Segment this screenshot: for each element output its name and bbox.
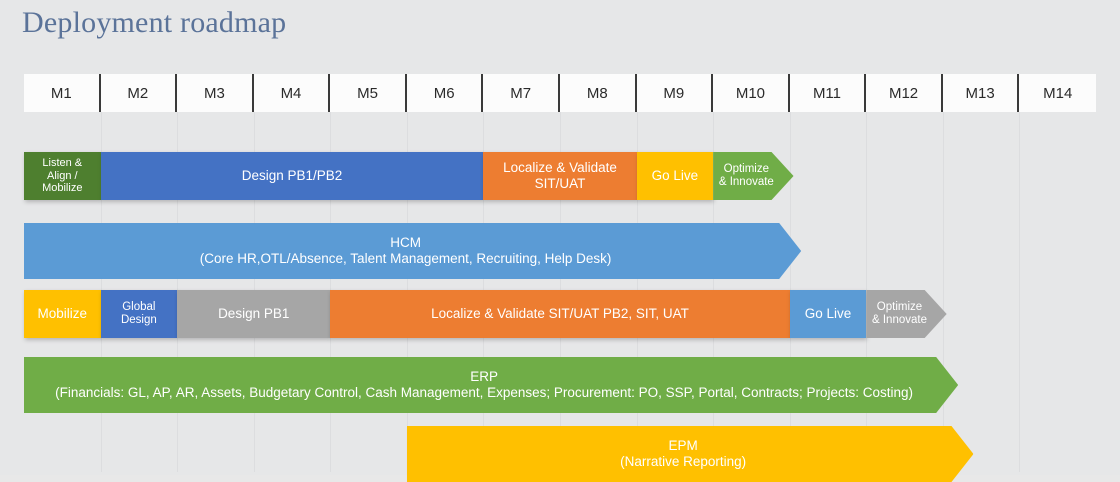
bar-optimize-innovate-erp[interactable]: Optimize& Innovate (866, 290, 946, 338)
bar-label: Localize & Validate SIT/UAT PB2, SIT, UA… (431, 306, 689, 322)
month-label: M9 (663, 84, 685, 102)
bar-mobilize[interactable]: Mobilize (24, 290, 101, 338)
month-header-row: M1 M2 M3 M4 M5 M6 M7 M8 M9 M10 M11 M12 M13 M14 (24, 74, 1096, 112)
bar-go-live-erp[interactable]: Go Live (789, 290, 867, 338)
month-label: M12 (888, 84, 919, 102)
lane-epm: EPM(Narrative Reporting) (24, 426, 1096, 482)
bar-erp-scope[interactable]: ERP(Financials: GL, AP, AR, Assets, Budg… (24, 357, 958, 413)
bar-global-design[interactable]: Global Design (100, 290, 178, 338)
month-cell-m12[interactable]: M12 (866, 74, 943, 112)
bar-listen-align-mobilize[interactable]: Listen &Align /Mobilize (24, 152, 101, 200)
month-cell-m4[interactable]: M4 (253, 74, 331, 112)
gridline (942, 74, 944, 472)
bar-design-pb1[interactable]: Design PB1 (177, 290, 331, 338)
month-label: M13 (965, 84, 995, 102)
bar-label: HCM(Core HR,OTL/Absence, Talent Manageme… (199, 235, 612, 266)
bar-optimize-innovate[interactable]: Optimize& Innovate (713, 152, 793, 200)
bar-epm-scope[interactable]: EPM(Narrative Reporting) (407, 426, 974, 482)
roadmap-chart: M1 M2 M3 M4 M5 M6 M7 M8 M9 M10 M11 M12 M13 M14 Listen… (24, 74, 1096, 472)
month-label: M11 (812, 84, 842, 102)
month-cell-m8[interactable]: M8 (560, 74, 637, 112)
month-label: M4 (280, 84, 302, 102)
month-cell-m9[interactable]: M9 (636, 74, 714, 112)
lane-erp: ERP(Financials: GL, AP, AR, Assets, Budg… (24, 357, 1096, 413)
bar-localize-validate-pb2-sit-uat[interactable]: Localize & Validate SIT/UAT PB2, SIT, UA… (330, 290, 790, 338)
month-cell-m14[interactable]: M14 (1019, 74, 1096, 112)
bar-label: Global Design (120, 300, 157, 326)
bar-label: Listen &Align /Mobilize (42, 157, 83, 195)
bar-label: Design PB1 (218, 306, 290, 322)
month-label: M1 (50, 84, 72, 102)
bar-label: Optimize& Innovate (718, 162, 774, 188)
month-label: M8 (586, 84, 608, 102)
month-cell-m5[interactable]: M5 (330, 74, 407, 112)
month-label: M7 (510, 84, 532, 102)
gridline (1019, 74, 1021, 472)
month-cell-m2[interactable]: M2 (100, 74, 178, 112)
month-cell-m11[interactable]: M11 (789, 74, 867, 112)
month-label: M10 (735, 84, 766, 102)
month-cell-m10[interactable]: M10 (713, 74, 790, 112)
bar-label: Go Live (651, 168, 699, 184)
lane-phases-hcm: Listen &Align /Mobilize Design PB1/PB2 Loc… (24, 152, 1096, 200)
month-cell-m1[interactable]: M1 (24, 74, 101, 112)
gridline (866, 74, 868, 472)
bar-label: Design PB1/PB2 (241, 168, 343, 184)
bar-label: Optimize& Innovate (871, 300, 927, 326)
page-title: Deployment roadmap (22, 6, 287, 39)
bar-label: ERP(Financials: GL, AP, AR, Assets, Budg… (55, 369, 914, 400)
bar-hcm-scope[interactable]: HCM(Core HR,OTL/Absence, Talent Manageme… (24, 223, 801, 279)
month-cell-m3[interactable]: M3 (177, 74, 254, 112)
month-label: M14 (1043, 84, 1073, 102)
lane-hcm: HCM(Core HR,OTL/Absence, Talent Manageme… (24, 223, 1096, 279)
lane-phases-erp: Mobilize Global Design Design PB1 Localize … (24, 290, 1096, 338)
month-label: M5 (357, 84, 378, 102)
bar-go-live[interactable]: Go Live (636, 152, 714, 200)
month-cell-m6[interactable]: M6 (406, 74, 484, 112)
bar-label: Go Live (804, 306, 852, 322)
month-cell-m13[interactable]: M13 (942, 74, 1020, 112)
bar-label: EPM(Narrative Reporting) (620, 438, 747, 469)
month-label: M2 (127, 84, 149, 102)
month-label: M3 (204, 84, 225, 102)
bar-design-pb1-pb2[interactable]: Design PB1/PB2 (100, 152, 484, 200)
bar-localize-validate-sit-uat[interactable]: Localize & Validate SIT/UAT (483, 152, 637, 200)
gridline (789, 74, 791, 472)
month-label: M6 (433, 84, 455, 102)
month-cell-m7[interactable]: M7 (483, 74, 560, 112)
bar-label: Mobilize (37, 306, 88, 322)
bar-label: Localize & Validate SIT/UAT (503, 160, 617, 191)
